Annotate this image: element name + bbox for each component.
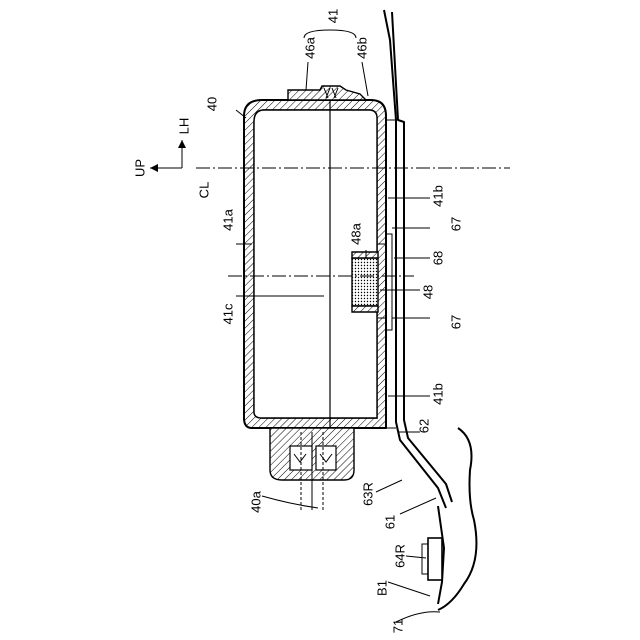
label-46b: 46b (355, 37, 370, 59)
label-41b-top: 41b (431, 185, 446, 207)
top-flange (288, 86, 366, 100)
label-71: 71 (391, 619, 406, 633)
label-61: 61 (383, 515, 398, 529)
label-64r: 64R (393, 544, 408, 568)
label-67-bottom: 67 (449, 315, 464, 329)
label-67-top: 67 (449, 217, 464, 231)
label-46a: 46a (303, 36, 318, 58)
label-41b-bottom: 41b (431, 383, 446, 405)
label-48a: 48a (349, 222, 364, 244)
label-63r: 63R (361, 482, 376, 506)
label-b1: B1 (375, 580, 390, 596)
label-lh: LH (177, 118, 192, 135)
label-62: 62 (417, 419, 432, 433)
label-68: 68 (431, 251, 446, 265)
label-41a: 41a (221, 208, 236, 230)
label-up: UP (133, 159, 148, 177)
cover-71 (422, 428, 476, 610)
direction-arrows (150, 140, 186, 172)
label-41: 41 (326, 9, 341, 23)
label-48: 48 (421, 285, 436, 299)
bottom-mount (270, 428, 354, 510)
label-40: 40 (205, 97, 220, 111)
label-40a: 40a (249, 490, 264, 512)
label-cl: CL (197, 182, 212, 199)
pad-48 (352, 252, 378, 312)
label-41c: 41c (221, 303, 236, 324)
